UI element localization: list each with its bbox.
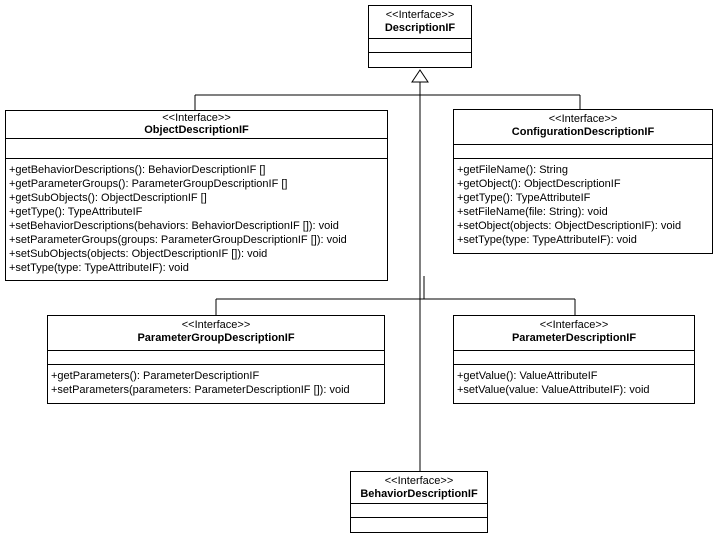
methods-compartment: +getBehaviorDescriptions(): BehaviorDesc… bbox=[6, 159, 387, 280]
stereotype-label: <<Interface>> bbox=[385, 9, 455, 21]
attributes-compartment bbox=[6, 139, 387, 159]
method-signature: +getFileName(): String bbox=[457, 164, 568, 176]
uml-class-descriptionif: <<Interface>> DescriptionIF bbox=[368, 5, 472, 68]
uml-class-objectdescriptionif: <<Interface>> ObjectDescriptionIF +getBe… bbox=[5, 110, 388, 281]
method-signature: +getValue(): ValueAttributeIF bbox=[457, 370, 598, 382]
attributes-compartment bbox=[454, 145, 712, 159]
method-signature: +setParameterGroups(groups: ParameterGro… bbox=[9, 234, 347, 246]
class-name-label: ParameterGroupDescriptionIF bbox=[137, 332, 295, 344]
method-signature: +getSubObjects(): ObjectDescriptionIF [] bbox=[9, 192, 207, 204]
stereotype-label: <<Interface>> bbox=[384, 475, 454, 487]
method-signature: +getBehaviorDescriptions(): BehaviorDesc… bbox=[9, 164, 266, 176]
stereotype-label: <<Interface>> bbox=[162, 112, 231, 124]
methods-compartment: +getValue(): ValueAttributeIF +setValue(v… bbox=[454, 365, 694, 403]
class-name-label: ConfigurationDescriptionIF bbox=[511, 126, 655, 138]
method-signature: +getParameters(): ParameterDescriptionIF bbox=[51, 370, 260, 382]
class-name-label: DescriptionIF bbox=[384, 22, 456, 34]
class-header: <<Interface>> DescriptionIF bbox=[369, 6, 471, 39]
attributes-compartment bbox=[351, 504, 487, 518]
methods-compartment: +getParameters(): ParameterDescriptionIF… bbox=[48, 365, 384, 403]
method-signature: +getObject(): ObjectDescriptionIF bbox=[457, 178, 621, 190]
method-signature: +setType(type: TypeAttributeIF): void bbox=[9, 262, 189, 274]
uml-class-configurationdescriptionif: <<Interface>> ConfigurationDescriptionIF… bbox=[453, 109, 713, 254]
method-signature: +setFileName(file: String): void bbox=[457, 206, 608, 218]
methods-compartment bbox=[369, 53, 471, 67]
uml-class-behaviordescriptionif: <<Interface>> BehaviorDescriptionIF bbox=[350, 471, 488, 533]
class-header: <<Interface>> ParameterDescriptionIF bbox=[454, 316, 694, 351]
method-signature: +setBehaviorDescriptions(behaviors: Beha… bbox=[9, 220, 339, 232]
method-signature: +getType(): TypeAttributeIF bbox=[457, 192, 591, 204]
method-signature: +setSubObjects(objects: ObjectDescriptio… bbox=[9, 248, 268, 260]
stereotype-label: <<Interface>> bbox=[181, 319, 251, 331]
method-signature: +getType(): TypeAttributeIF bbox=[9, 206, 143, 218]
stereotype-label: <<Interface>> bbox=[548, 113, 618, 125]
class-name-label: BehaviorDescriptionIF bbox=[360, 488, 478, 500]
methods-compartment bbox=[351, 518, 487, 532]
class-header: <<Interface>> ObjectDescriptionIF bbox=[6, 111, 387, 139]
methods-compartment: +getFileName(): String +getObject(): Obje… bbox=[454, 159, 712, 253]
stereotype-label: <<Interface>> bbox=[539, 319, 609, 331]
class-name-label: ObjectDescriptionIF bbox=[144, 124, 249, 136]
generalization-triangle-icon bbox=[411, 69, 429, 83]
method-signature: +setParameters(parameters: ParameterDesc… bbox=[51, 384, 350, 396]
attributes-compartment bbox=[454, 351, 694, 365]
method-signature: +setType(type: TypeAttributeIF): void bbox=[457, 234, 637, 246]
attributes-compartment bbox=[48, 351, 384, 365]
class-header: <<Interface>> ParameterGroupDescriptionI… bbox=[48, 316, 384, 351]
class-name-label: ParameterDescriptionIF bbox=[511, 332, 637, 344]
method-signature: +setValue(value: ValueAttributeIF): void bbox=[457, 384, 650, 396]
uml-class-parameterdescriptionif: <<Interface>> ParameterDescriptionIF +ge… bbox=[453, 315, 695, 404]
method-signature: +getParameterGroups(): ParameterGroupDes… bbox=[9, 178, 288, 190]
method-signature: +setObject(objects: ObjectDescriptionIF)… bbox=[457, 220, 682, 232]
attributes-compartment bbox=[369, 39, 471, 53]
class-header: <<Interface>> ConfigurationDescriptionIF bbox=[454, 110, 712, 145]
class-header: <<Interface>> BehaviorDescriptionIF bbox=[351, 472, 487, 504]
uml-class-parametergroupdescriptionif: <<Interface>> ParameterGroupDescriptionI… bbox=[47, 315, 385, 404]
